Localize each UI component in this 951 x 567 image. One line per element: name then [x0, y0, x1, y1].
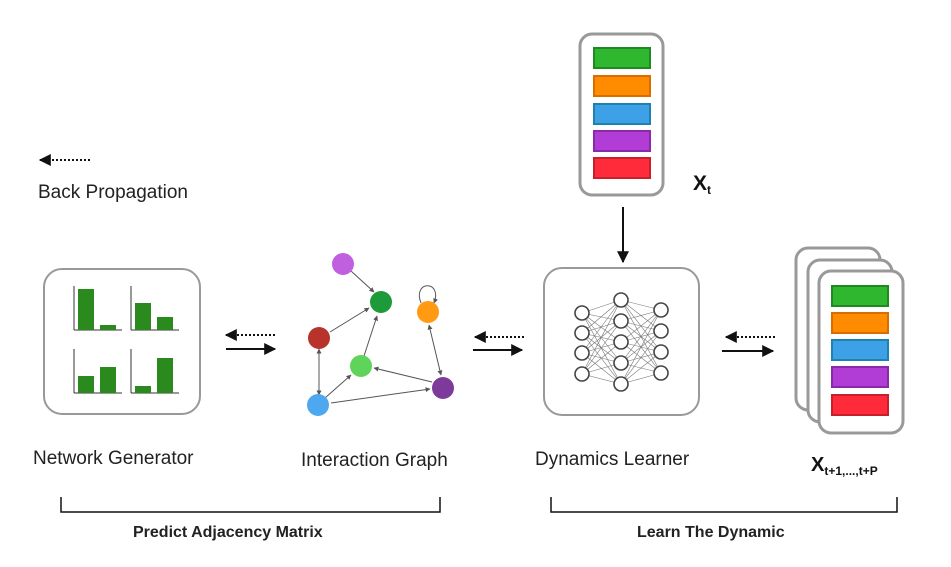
network-generator-label: Network Generator [33, 448, 194, 469]
dynamics-learner-box [543, 267, 700, 416]
prediction-stack [794, 246, 905, 435]
bar-chart-icon [73, 286, 179, 394]
interaction-graph [307, 253, 454, 416]
right-bracket [550, 497, 898, 513]
prediction-label: Xt+1,...,t+P [811, 454, 878, 478]
graph-node [332, 253, 354, 275]
graph-node [350, 355, 372, 377]
state-vector-label: Xt [693, 172, 712, 197]
graph-node [307, 394, 329, 416]
back-propagation-label: Back Propagation [38, 182, 188, 203]
predict-adjacency-matrix-label: Predict Adjacency Matrix [133, 524, 323, 541]
state-vector-stack [578, 32, 665, 197]
dynamics-learner-label: Dynamics Learner [535, 449, 690, 470]
learn-the-dynamic-label: Learn The Dynamic [637, 524, 785, 541]
graph-node [370, 291, 392, 313]
network-generator-box [43, 268, 201, 415]
left-bracket [60, 497, 441, 513]
graph-node [308, 327, 330, 349]
interaction-graph-label: Interaction Graph [301, 450, 448, 471]
graph-node [417, 301, 439, 323]
graph-node [432, 377, 454, 399]
